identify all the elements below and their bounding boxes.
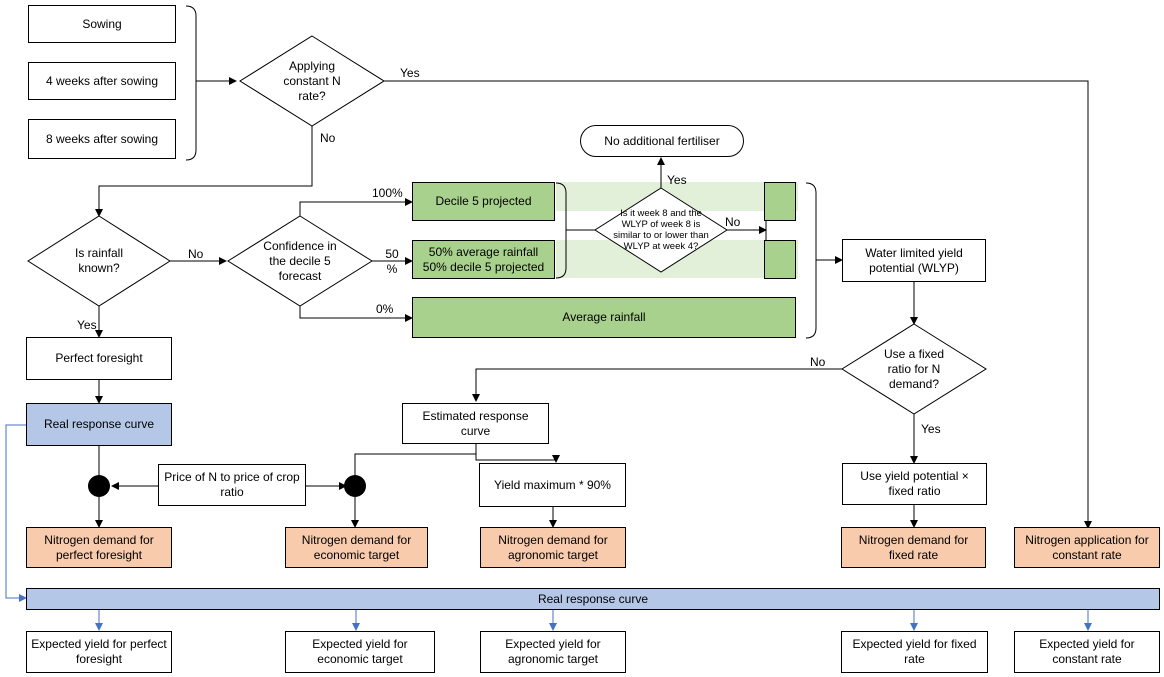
yield-potential-fixed-label: Use yield potential × fixed ratio [860, 469, 969, 498]
real-response-curve-bar-label: Real response curve [537, 591, 649, 606]
average-rainfall-box: Average rainfall [412, 297, 796, 338]
merge-node-center [344, 475, 366, 497]
demand-agronomic-box: Nitrogen demand for agronomic target [480, 527, 626, 568]
perfect-foresight-label: Perfect foresight [55, 351, 143, 365]
pct-0-label: 0% [376, 302, 394, 316]
sowing-label: Sowing [82, 16, 122, 31]
expected-agronomic-box: Expected yield for agronomic target [480, 631, 626, 673]
mix-rainfall-box: 50% average rainfall 50% decile 5 projec… [412, 240, 555, 279]
week8-yes-label: Yes [667, 173, 687, 187]
no-additional-label: No additional fertiliser [604, 133, 720, 148]
constant-yes-label: Yes [400, 66, 420, 80]
rainfall-no-label: No [188, 247, 204, 261]
rainfall-known-diamond [27, 215, 171, 307]
expected-constant-box: Expected yield for constant rate [1014, 631, 1160, 673]
demand-perfect-label: Nitrogen demand for perfect foresight [44, 532, 154, 562]
week8-label: 8 weeks after sowing [45, 131, 159, 146]
demand-fixed-label: Nitrogen demand for fixed rate [858, 532, 969, 562]
merge-node-left [88, 475, 110, 497]
fixed-ratio-question: Use a fixed ratio for N demand? [883, 346, 945, 391]
expected-constant-label: Expected yield for constant rate [1039, 637, 1135, 666]
demand-constant-box: Nitrogen application for constant rate [1014, 527, 1160, 568]
estimated-curve-box: Estimated response curve [402, 403, 549, 444]
expected-fixed-box: Expected yield for fixed rate [841, 631, 988, 673]
decile5-label: Decile 5 projected [435, 194, 532, 208]
no-additional-fertiliser: No additional fertiliser [580, 125, 744, 157]
real-response-curve-bar: Real response curve [26, 588, 1160, 610]
constant-rate-question: Applying constant N rate? [283, 58, 341, 103]
price-ratio-label: Price of N to price of crop ratio [164, 470, 300, 499]
constant-rate-diamond [239, 35, 385, 127]
demand-economic-box: Nitrogen demand for economic target [285, 527, 428, 568]
pct-50-label: 50 % [385, 247, 399, 276]
expected-economic-label: Expected yield for economic target [312, 637, 408, 666]
average-rainfall-label: Average rainfall [562, 310, 646, 324]
wlyp-label: Water limited yield potential (WLYP) [865, 245, 963, 275]
expected-economic-box: Expected yield for economic target [285, 631, 435, 673]
week4-box: 4 weeks after sowing [28, 62, 176, 100]
confidence-question: Confidence in the decile 5 forecast [263, 238, 337, 283]
fixed-no-label: No [810, 355, 826, 369]
demand-perfect-box: Nitrogen demand for perfect foresight [26, 527, 172, 568]
rainfall-known-question: Is rainfall known? [74, 246, 124, 275]
confidence-diamond [227, 215, 373, 307]
week8-no-label: No [725, 215, 741, 229]
constant-no-label: No [320, 131, 336, 145]
demand-fixed-box: Nitrogen demand for fixed rate [841, 527, 986, 568]
mix-rainfall-label: 50% average rainfall 50% decile 5 projec… [422, 244, 545, 274]
expected-agronomic-label: Expected yield for agronomic target [505, 637, 601, 666]
yield-max-box: Yield maximum * 90% [479, 463, 626, 507]
perfect-foresight-box: Perfect foresight [26, 337, 172, 380]
fixed-yes-label: Yes [921, 422, 941, 436]
wlyp-box: Water limited yield potential (WLYP) [842, 239, 986, 282]
demand-constant-label: Nitrogen application for constant rate [1025, 532, 1149, 562]
estimated-curve-label: Estimated response curve [422, 408, 529, 438]
week8-question: Is it week 8 and the WLYP of week 8 is s… [613, 208, 709, 252]
week8-box: 8 weeks after sowing [28, 119, 176, 159]
demand-agronomic-label: Nitrogen demand for agronomic target [498, 532, 608, 562]
price-ratio-box: Price of N to price of crop ratio [158, 464, 306, 506]
expected-perfect-box: Expected yield for perfect foresight [26, 631, 172, 673]
decile5-box: Decile 5 projected [412, 182, 555, 221]
yield-potential-fixed-box: Use yield potential × fixed ratio [842, 463, 987, 505]
timing-bracket [185, 5, 197, 161]
green-square-upper [764, 182, 796, 221]
demand-economic-label: Nitrogen demand for economic target [301, 532, 412, 562]
pct-100-label: 100% [372, 186, 403, 200]
yield-max-label: Yield maximum * 90% [494, 477, 611, 492]
expected-fixed-label: Expected yield for fixed rate [852, 637, 977, 666]
fixed-ratio-diamond [841, 323, 987, 415]
rainfall-yes-label: Yes [77, 318, 97, 332]
week4-label: 4 weeks after sowing [45, 73, 159, 88]
real-response-curve-label: Real response curve [43, 417, 155, 431]
real-response-curve-box: Real response curve [26, 403, 172, 446]
week8-diamond [594, 187, 728, 273]
expected-perfect-label: Expected yield for perfect foresight [31, 637, 167, 666]
sowing-box: Sowing [28, 5, 176, 43]
green-square-lower [764, 240, 796, 279]
